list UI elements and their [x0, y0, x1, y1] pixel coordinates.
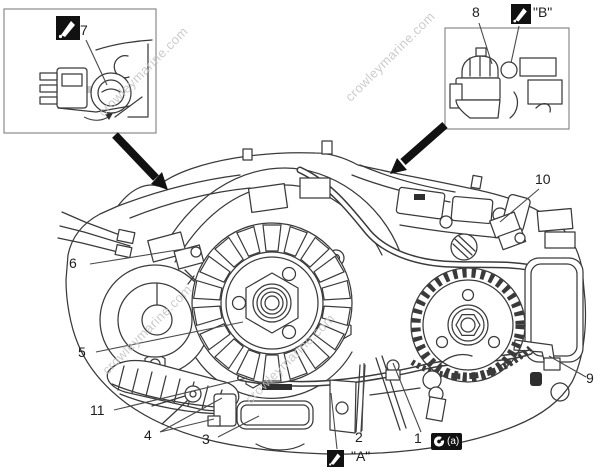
- apply-sealant-icon: [511, 4, 531, 24]
- wrench-icon: [433, 435, 446, 447]
- apply-sealant-icon: [327, 450, 344, 467]
- sealant-glyph: [329, 453, 341, 466]
- engine-body: [65, 140, 587, 455]
- callout-5: 5: [78, 344, 86, 360]
- callout-3: 3: [202, 431, 210, 447]
- intake-manifold: [106, 359, 240, 425]
- inset-right: [444, 22, 570, 130]
- sealant-glyph: [58, 21, 75, 39]
- callout-1: 1: [414, 430, 422, 446]
- wrench-note-badge: (a): [431, 433, 463, 450]
- silencer-box: [207, 384, 314, 451]
- callout-8: 8: [472, 4, 480, 20]
- apply-sealant-icon: [56, 16, 80, 40]
- callout-7: 7: [80, 22, 88, 38]
- callout-10: 10: [535, 171, 551, 187]
- flywheel: [191, 222, 353, 384]
- callout-4: 4: [144, 427, 152, 443]
- label-b: "B": [533, 4, 553, 20]
- label-a: "A": [351, 448, 371, 464]
- pointer-arrow-right: [390, 121, 448, 174]
- callout-11: 11: [90, 402, 105, 418]
- leader-lines: [89, 188, 587, 450]
- sealant-glyph: [513, 8, 527, 23]
- callout-6: 6: [69, 255, 77, 271]
- shift-linkage: [329, 353, 473, 434]
- callout-2: 2: [355, 429, 363, 445]
- pointer-arrow-left: [112, 132, 168, 190]
- injector-cluster: [247, 177, 531, 261]
- wrench-note-label: (a): [447, 435, 460, 447]
- inset-left: [3, 8, 157, 134]
- timing-sprocket: [410, 267, 533, 383]
- callout-9: 9: [586, 370, 594, 386]
- right-cover: [499, 207, 584, 402]
